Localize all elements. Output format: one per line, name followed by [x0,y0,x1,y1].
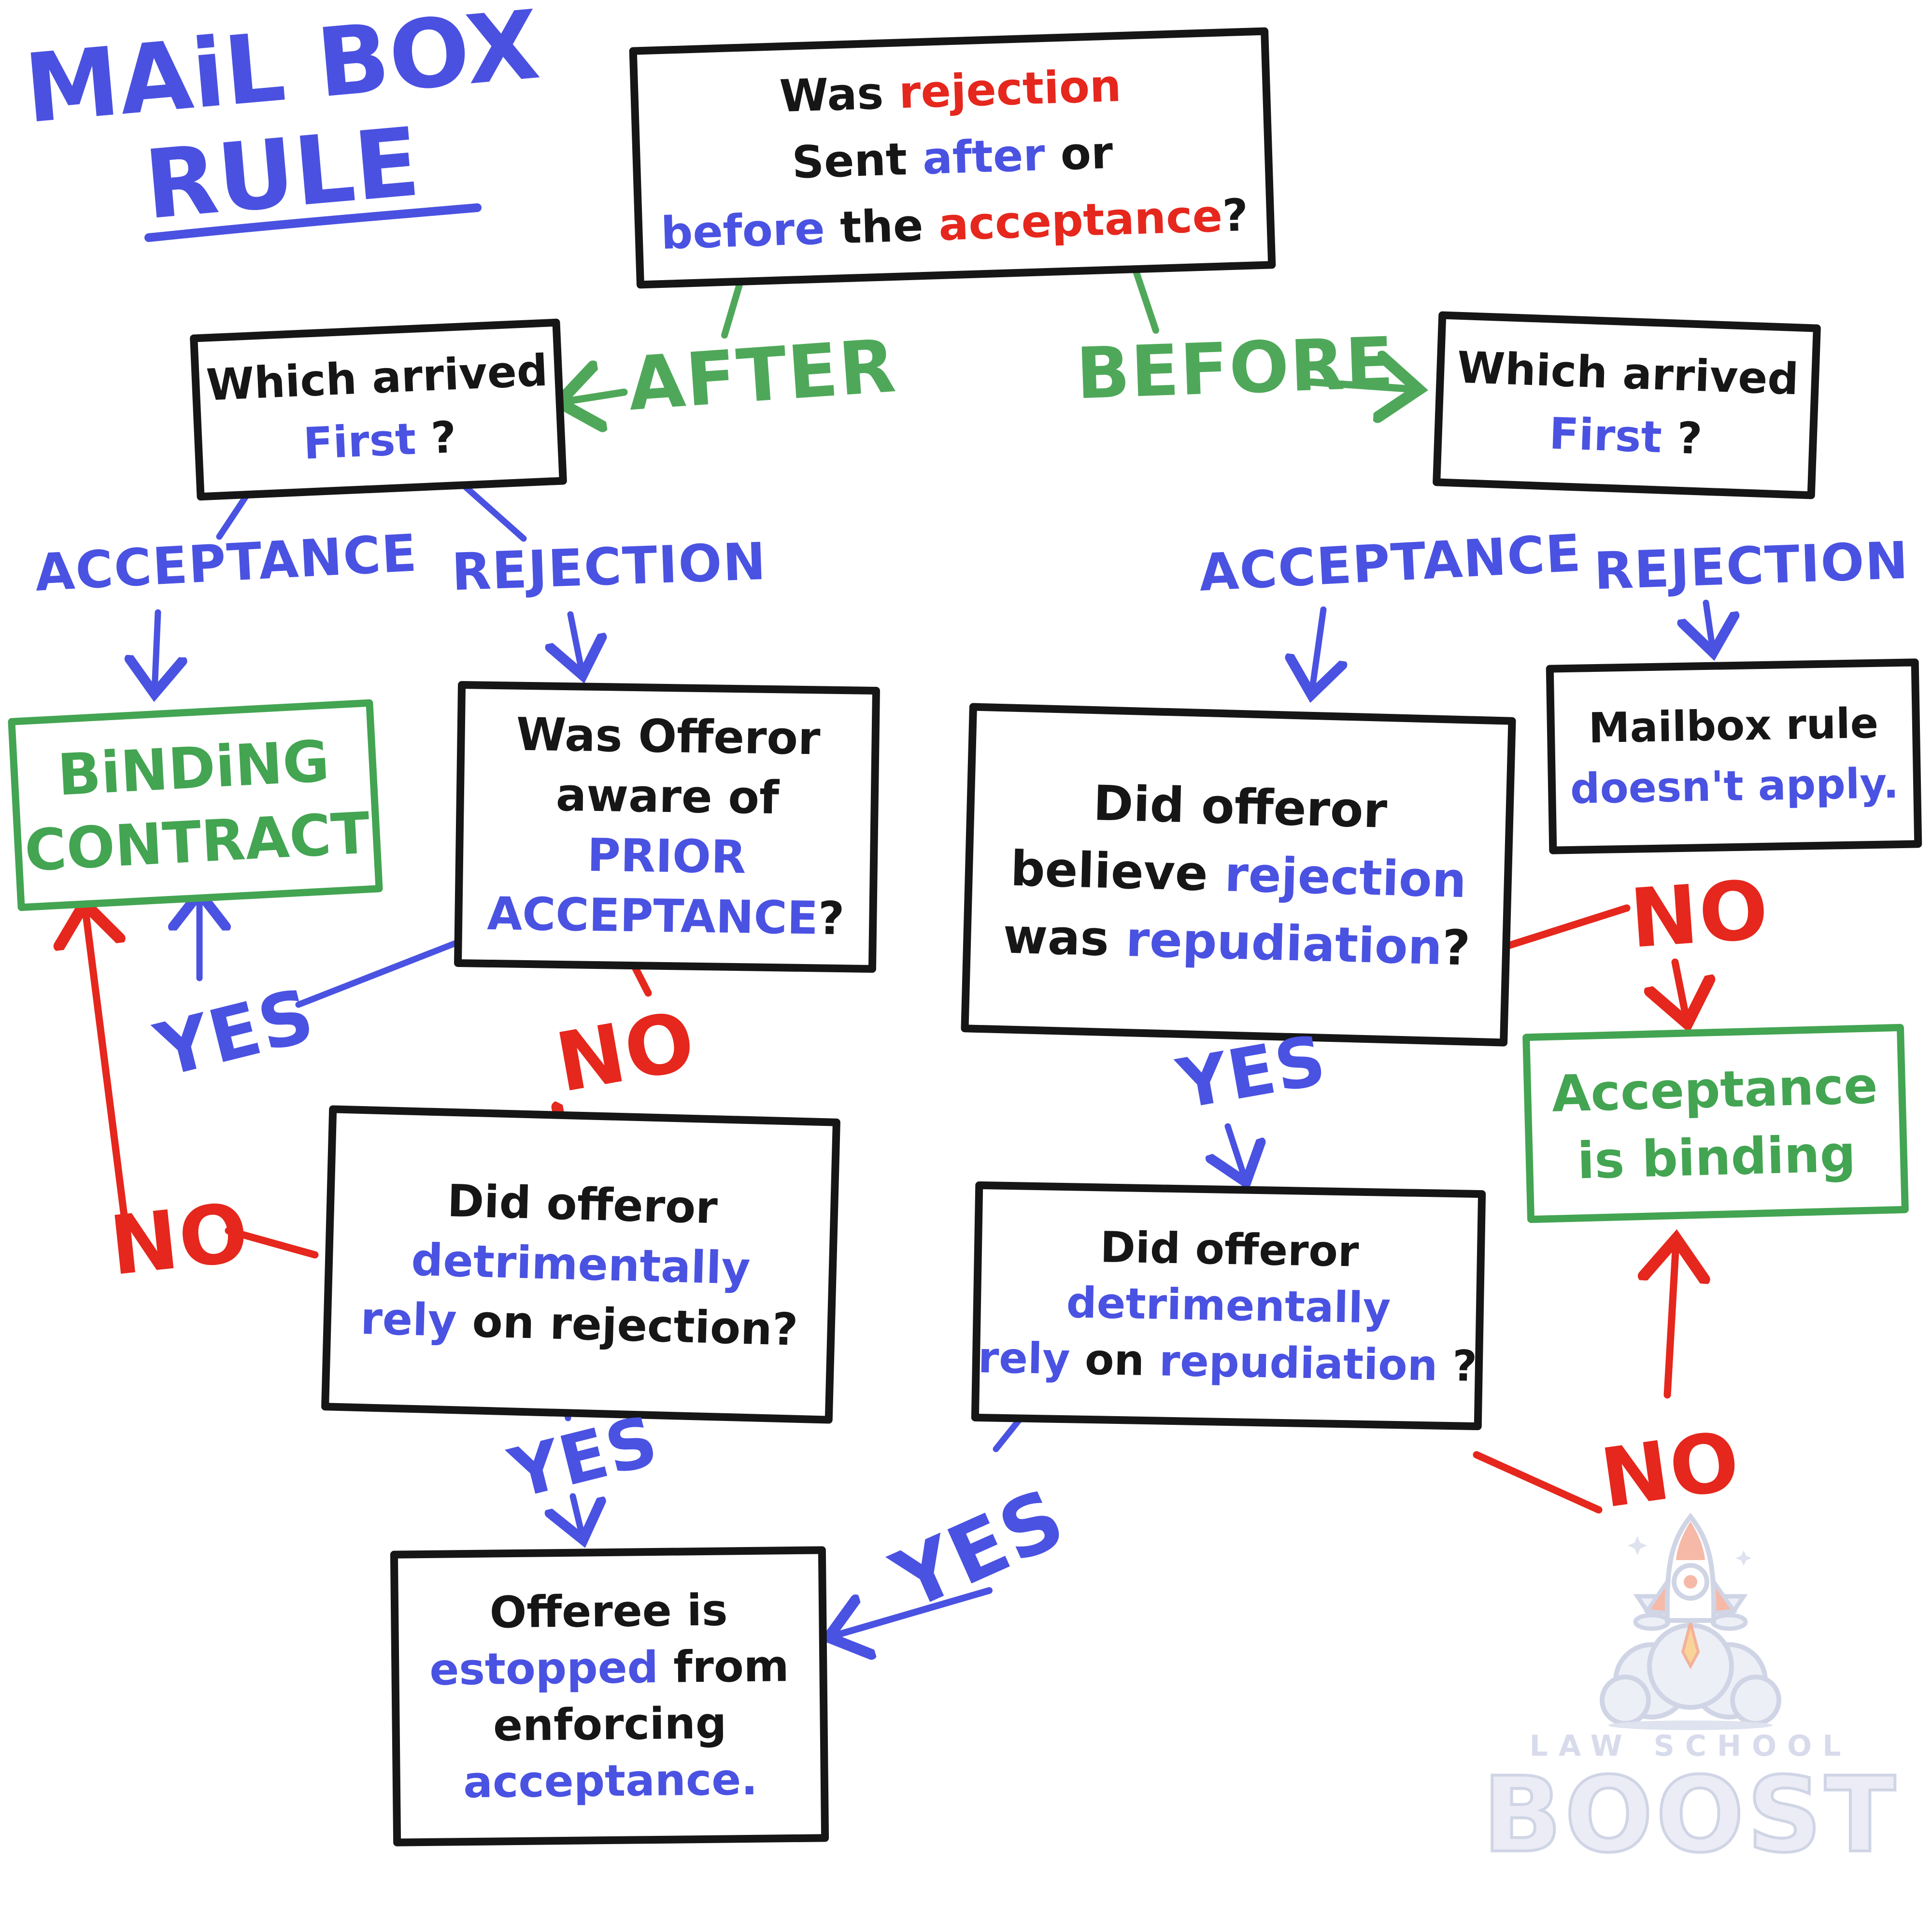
edge-label-no-believe: NO [1627,862,1772,966]
edge-label-rejection-right: REJECTION [1593,530,1910,601]
node-which-arrived-right: Which arrived First ? [1432,311,1821,499]
which-left-line-2: First ? [302,412,457,469]
rocket-scales-logo-icon [1600,1512,1781,1730]
aware-line-4: ACCEPTANCE? [486,887,845,946]
node-acceptance-binding: Acceptance is binding [1522,1023,1909,1223]
rely-repud-line-3: rely on repudiation ? [978,1332,1477,1391]
which-right-line-1: Which arrived [1456,342,1800,405]
believe-line-2: believe rejection [1009,840,1467,909]
mailbox-line-2: doesn't apply. [1570,759,1900,813]
rely-repud-line-1: Did offeror [1099,1222,1360,1277]
node-root-question: Was rejection Sent after or before the a… [629,27,1276,289]
edge-label-no-to-binding: NO [105,1185,254,1294]
which-right-line-2: First ? [1548,408,1703,465]
aware-line-3: PRIOR [587,829,747,884]
watermark-subtitle: LAW SCHOOL [1529,1729,1852,1763]
edge-label-before: BEFORE [1075,322,1396,415]
root-line-3: before the acceptance? [660,189,1249,260]
node-which-arrived-left: Which arrived First ? [189,318,568,501]
node-aware-prior-acceptance: Was Offeror aware of PRIOR ACCEPTANCE? [454,681,881,973]
aware-line-1: Was Offeror [516,708,821,766]
node-rely-on-repudiation: Did offeror detrimentally rely on repudi… [971,1181,1486,1431]
aware-line-2: aware of [555,768,780,825]
node-offeree-estopped: Offeree is estopped from enforcing accep… [390,1546,829,1847]
node-rely-on-rejection: Did offeror detrimentally rely on reject… [321,1105,841,1424]
mailbox-line-1: Mailbox rule [1588,699,1879,753]
node-mailbox-not-apply: Mailbox rule doesn't apply. [1546,658,1922,854]
believe-line-3: was repudiation? [1002,908,1471,977]
estopped-line-3: enforcing [493,1698,727,1751]
root-line-1: Was rejection [779,59,1122,123]
accept-binding-line-2: is binding [1577,1124,1857,1191]
estopped-line-4: acceptance. [463,1754,758,1808]
rely-rej-line-2: detrimentally [411,1234,751,1295]
estopped-line-1: Offeree is [489,1585,728,1638]
which-left-line-1: Which arrived [205,345,549,411]
law-school-boost-watermark: LAW SCHOOL BOOST [1468,1507,1913,1922]
node-believe-repudiation: Did offeror believe rejection was repudi… [961,703,1516,1047]
node-binding-contract: BiNDiNG CONTRACT [8,699,383,911]
edge-label-rejection-left: REJECTION [451,531,768,602]
rely-repud-line-2: detrimentally [1065,1278,1392,1334]
estopped-line-2: estopped from [429,1641,790,1695]
believe-line-1: Did offeror [1092,775,1388,839]
watermark-title: BOOST [1481,1754,1899,1875]
accept-binding-line-1: Acceptance [1551,1055,1879,1123]
binding-line-1: BiNDiNG [56,727,331,809]
root-line-2: Sent after or [791,127,1114,189]
rely-rej-line-1: Did offeror [446,1175,719,1234]
rely-rej-line-3: rely on rejection? [360,1293,799,1356]
